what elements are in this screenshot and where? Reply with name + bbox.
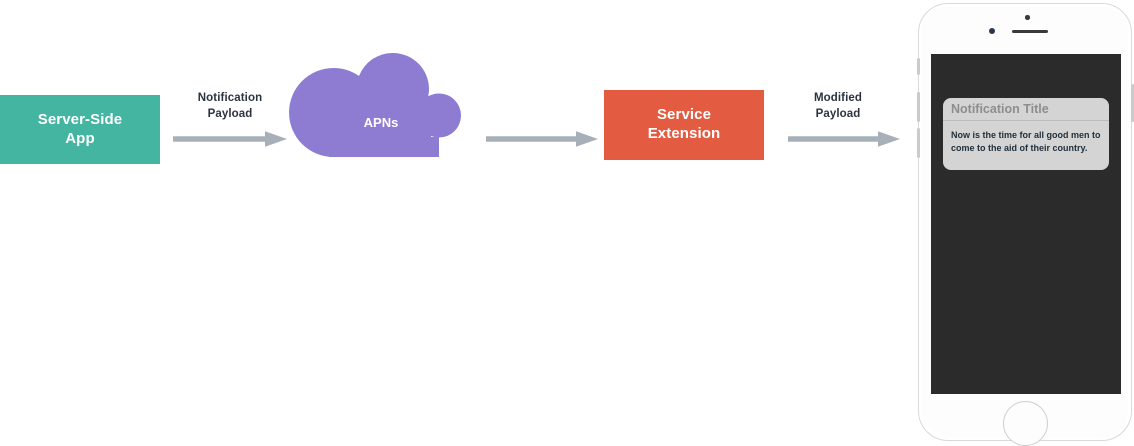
node-apns-cloud[interactable]: APNs [289,53,473,157]
camera-icon [1025,15,1030,20]
notification-card[interactable]: Notification Title Now is the time for a… [943,98,1109,170]
proximity-sensor-icon [989,28,995,34]
mute-switch-button[interactable] [916,58,920,75]
home-button[interactable] [1003,401,1048,446]
notification-title: Notification Title [943,98,1109,121]
arrow-label-modified-payload-line1: Modified [813,92,863,104]
node-service-extension-label: Service Extension [648,106,721,144]
earpiece-speaker-icon [1012,29,1048,33]
node-service-extension-label-line2: Extension [647,125,721,142]
node-service-extension[interactable]: Service Extension [604,90,764,160]
volume-up-button[interactable] [916,92,920,122]
arrow-server-to-apns [173,128,287,150]
power-button[interactable] [1130,84,1134,122]
notification-body: Now is the time for all good men to come… [951,130,1101,153]
arrow-label-notification-payload-line2: Payload [207,107,253,120]
node-server-side-app-label: Server-Side App [32,111,128,149]
node-server-side-app-label-line1: Server-Side [37,110,123,128]
node-server-side-app-label-line2: App [65,129,95,147]
phone-body: Notification Title Now is the time for a… [916,3,1134,446]
arrow-apns-to-service-extension [486,128,598,150]
node-device-iphone: Notification Title Now is the time for a… [916,3,1134,446]
phone-screen[interactable]: Notification Title Now is the time for a… [931,54,1121,394]
node-service-extension-label-line1: Service [656,106,712,124]
arrow-service-extension-to-device [788,128,900,150]
arrow-label-modified-payload-line2: Payload [815,107,861,120]
cloud-shape-icon [289,53,461,157]
volume-down-button[interactable] [916,128,920,158]
arrow-label-notification-payload: Notification Payload [165,91,295,123]
arrow-label-modified-payload: Modified Payload [780,91,896,123]
node-server-side-app[interactable]: Server-Side App [0,95,160,164]
arrow-label-notification-payload-line1: Notification [197,92,263,104]
